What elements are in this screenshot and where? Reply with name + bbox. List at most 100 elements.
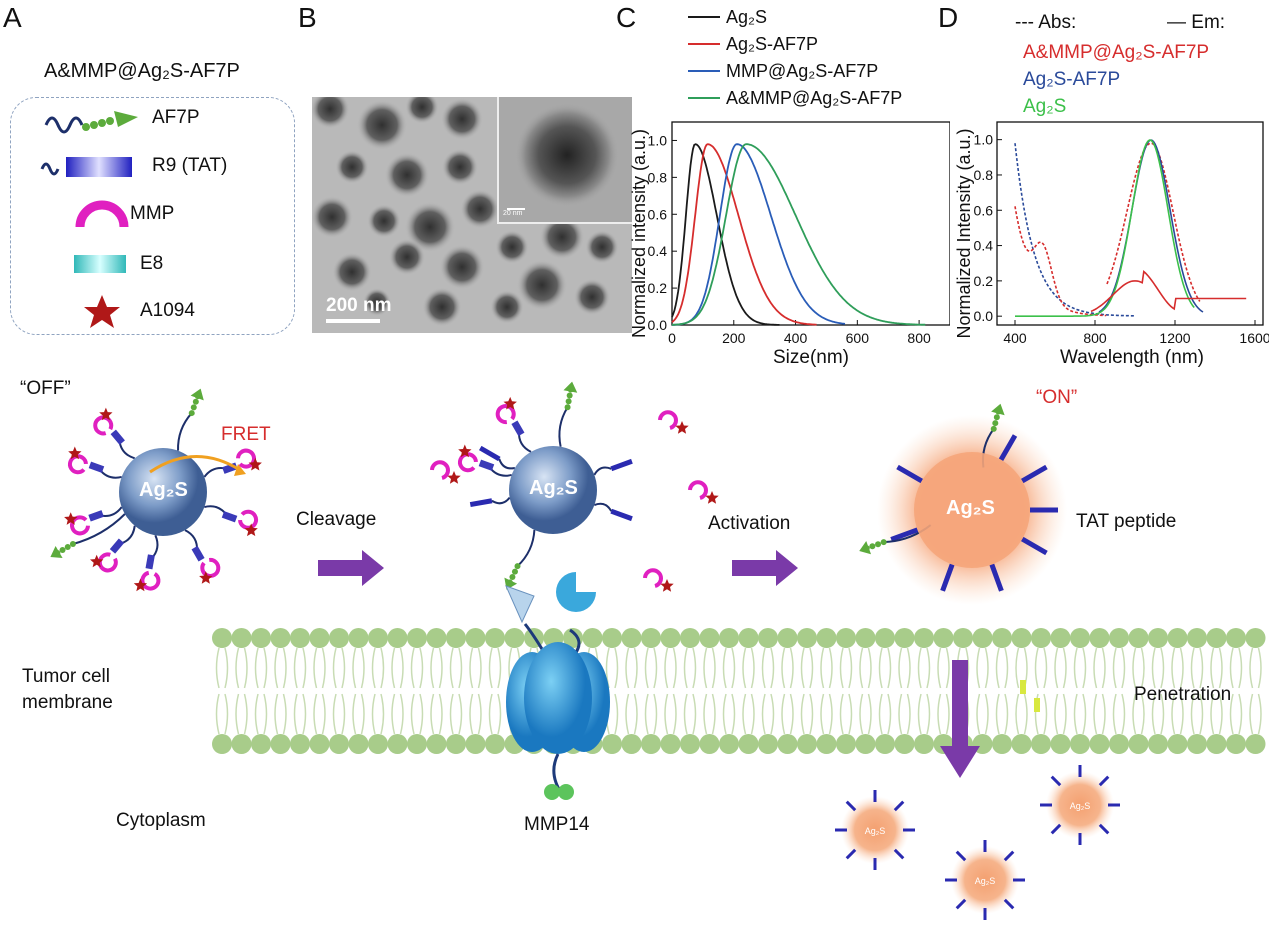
lipid-head (641, 734, 661, 754)
lipid-tail (644, 647, 658, 689)
lipid-tail (371, 647, 385, 689)
lipid-tail (1015, 693, 1028, 735)
lipid-tail (274, 693, 287, 735)
tem-particle (516, 259, 568, 311)
lipid-tail (430, 647, 443, 689)
chart-d-em-line (1090, 270, 1247, 313)
lipid-head (992, 628, 1012, 648)
legend-mmp: MMP (130, 203, 175, 224)
lipid-tail (469, 647, 482, 689)
mid-core-label: Ag₂S (529, 477, 578, 499)
panel-letter-d: D (938, 2, 959, 33)
lipid-head (407, 628, 427, 648)
lipid-tail (332, 693, 346, 735)
small-core-label: Ag₂S (1070, 801, 1091, 811)
lipid-head (641, 628, 661, 648)
chart-d-frame (996, 121, 1264, 326)
lipid-tail (644, 693, 658, 735)
lipid-tail (449, 647, 463, 689)
af7p-bead (188, 410, 195, 417)
lipid-head (446, 734, 466, 754)
lipid-head (699, 734, 720, 754)
free-a1094-star (675, 421, 689, 434)
af7p-bead (880, 539, 887, 546)
tem-particle (460, 189, 500, 229)
tem-particle (441, 148, 479, 186)
lipid-head (1245, 628, 1266, 648)
a1094-star (68, 446, 82, 460)
lipid-tail (235, 647, 248, 689)
cleavage-arrow (318, 550, 384, 586)
tat-peptide (896, 464, 924, 484)
lipid-head (1011, 734, 1032, 754)
tat-peptide (989, 563, 1004, 592)
af7p-bead (64, 544, 71, 550)
free-a1094-star (705, 491, 719, 504)
tem-particle (405, 97, 439, 124)
tem-particle (404, 201, 456, 253)
small-tat (1098, 823, 1110, 835)
lipid-tail (781, 693, 794, 735)
lipid-tail (1171, 693, 1184, 735)
lipid-tail (332, 647, 346, 689)
lipid-tail (995, 693, 1009, 735)
tem-particle (539, 214, 585, 260)
lipid-tail (293, 647, 307, 689)
tat-segment (511, 420, 525, 437)
lipid-tail (469, 693, 482, 735)
linker (491, 496, 511, 505)
a1094-star (503, 396, 517, 410)
free-a1094-star (660, 579, 674, 592)
lipid-tail (664, 647, 677, 689)
free-a1094-star (447, 471, 461, 484)
lipid-tail (859, 647, 872, 689)
lipid-tail (1112, 693, 1126, 735)
legend-e8: E8 (140, 253, 164, 274)
tat-peptide (610, 458, 633, 472)
lipid-tail (430, 693, 443, 735)
tem-particle (312, 97, 350, 129)
lipid-tail (703, 693, 716, 735)
tat-peptide (610, 508, 633, 522)
chart-d-ytick-label: 0.2 (974, 273, 994, 289)
tat-segment (110, 429, 125, 445)
chart-c-xtick-label: 600 (846, 330, 870, 346)
lipid-tail (1054, 647, 1067, 689)
lipid-head (914, 628, 934, 648)
lipid-head (1226, 628, 1246, 648)
lipid-head (348, 734, 369, 754)
lipid-tail (937, 647, 950, 689)
af7p-arrow (50, 545, 63, 559)
a1094-star (199, 571, 213, 584)
lipid-head (1011, 628, 1032, 648)
lipid-head (680, 628, 700, 648)
lipid-head (1128, 734, 1149, 754)
lipid-tail (1190, 647, 1204, 689)
af7p-bead (869, 543, 876, 550)
small-tat (1050, 775, 1062, 787)
linker (558, 406, 569, 447)
af7p-bead (992, 420, 999, 427)
a1094-star (248, 457, 262, 471)
lipid-head (504, 628, 525, 648)
chart-c-xlabel: Size(nm) (773, 347, 849, 368)
free-mmp-substrate (658, 410, 678, 430)
off-nanoparticle (50, 388, 262, 592)
lipid-head (972, 628, 993, 648)
small-tat (1003, 850, 1015, 862)
lipid-tail (1249, 693, 1262, 735)
lipid-head (270, 734, 291, 754)
lipid-tail (235, 693, 248, 735)
lipid-head (368, 734, 388, 754)
chart-d-legend-em: — Em: (1167, 12, 1225, 33)
mmp-substrate (495, 404, 516, 424)
chart-c-series-line (671, 143, 780, 326)
af7p-bead (69, 541, 76, 547)
lipid-tail (683, 647, 697, 689)
small-tat (893, 800, 905, 812)
lipid-head (738, 734, 759, 754)
lipid-head (602, 734, 622, 754)
tem-particle (312, 196, 353, 238)
lipid-head (1187, 628, 1207, 648)
af7p-bead (192, 398, 199, 405)
